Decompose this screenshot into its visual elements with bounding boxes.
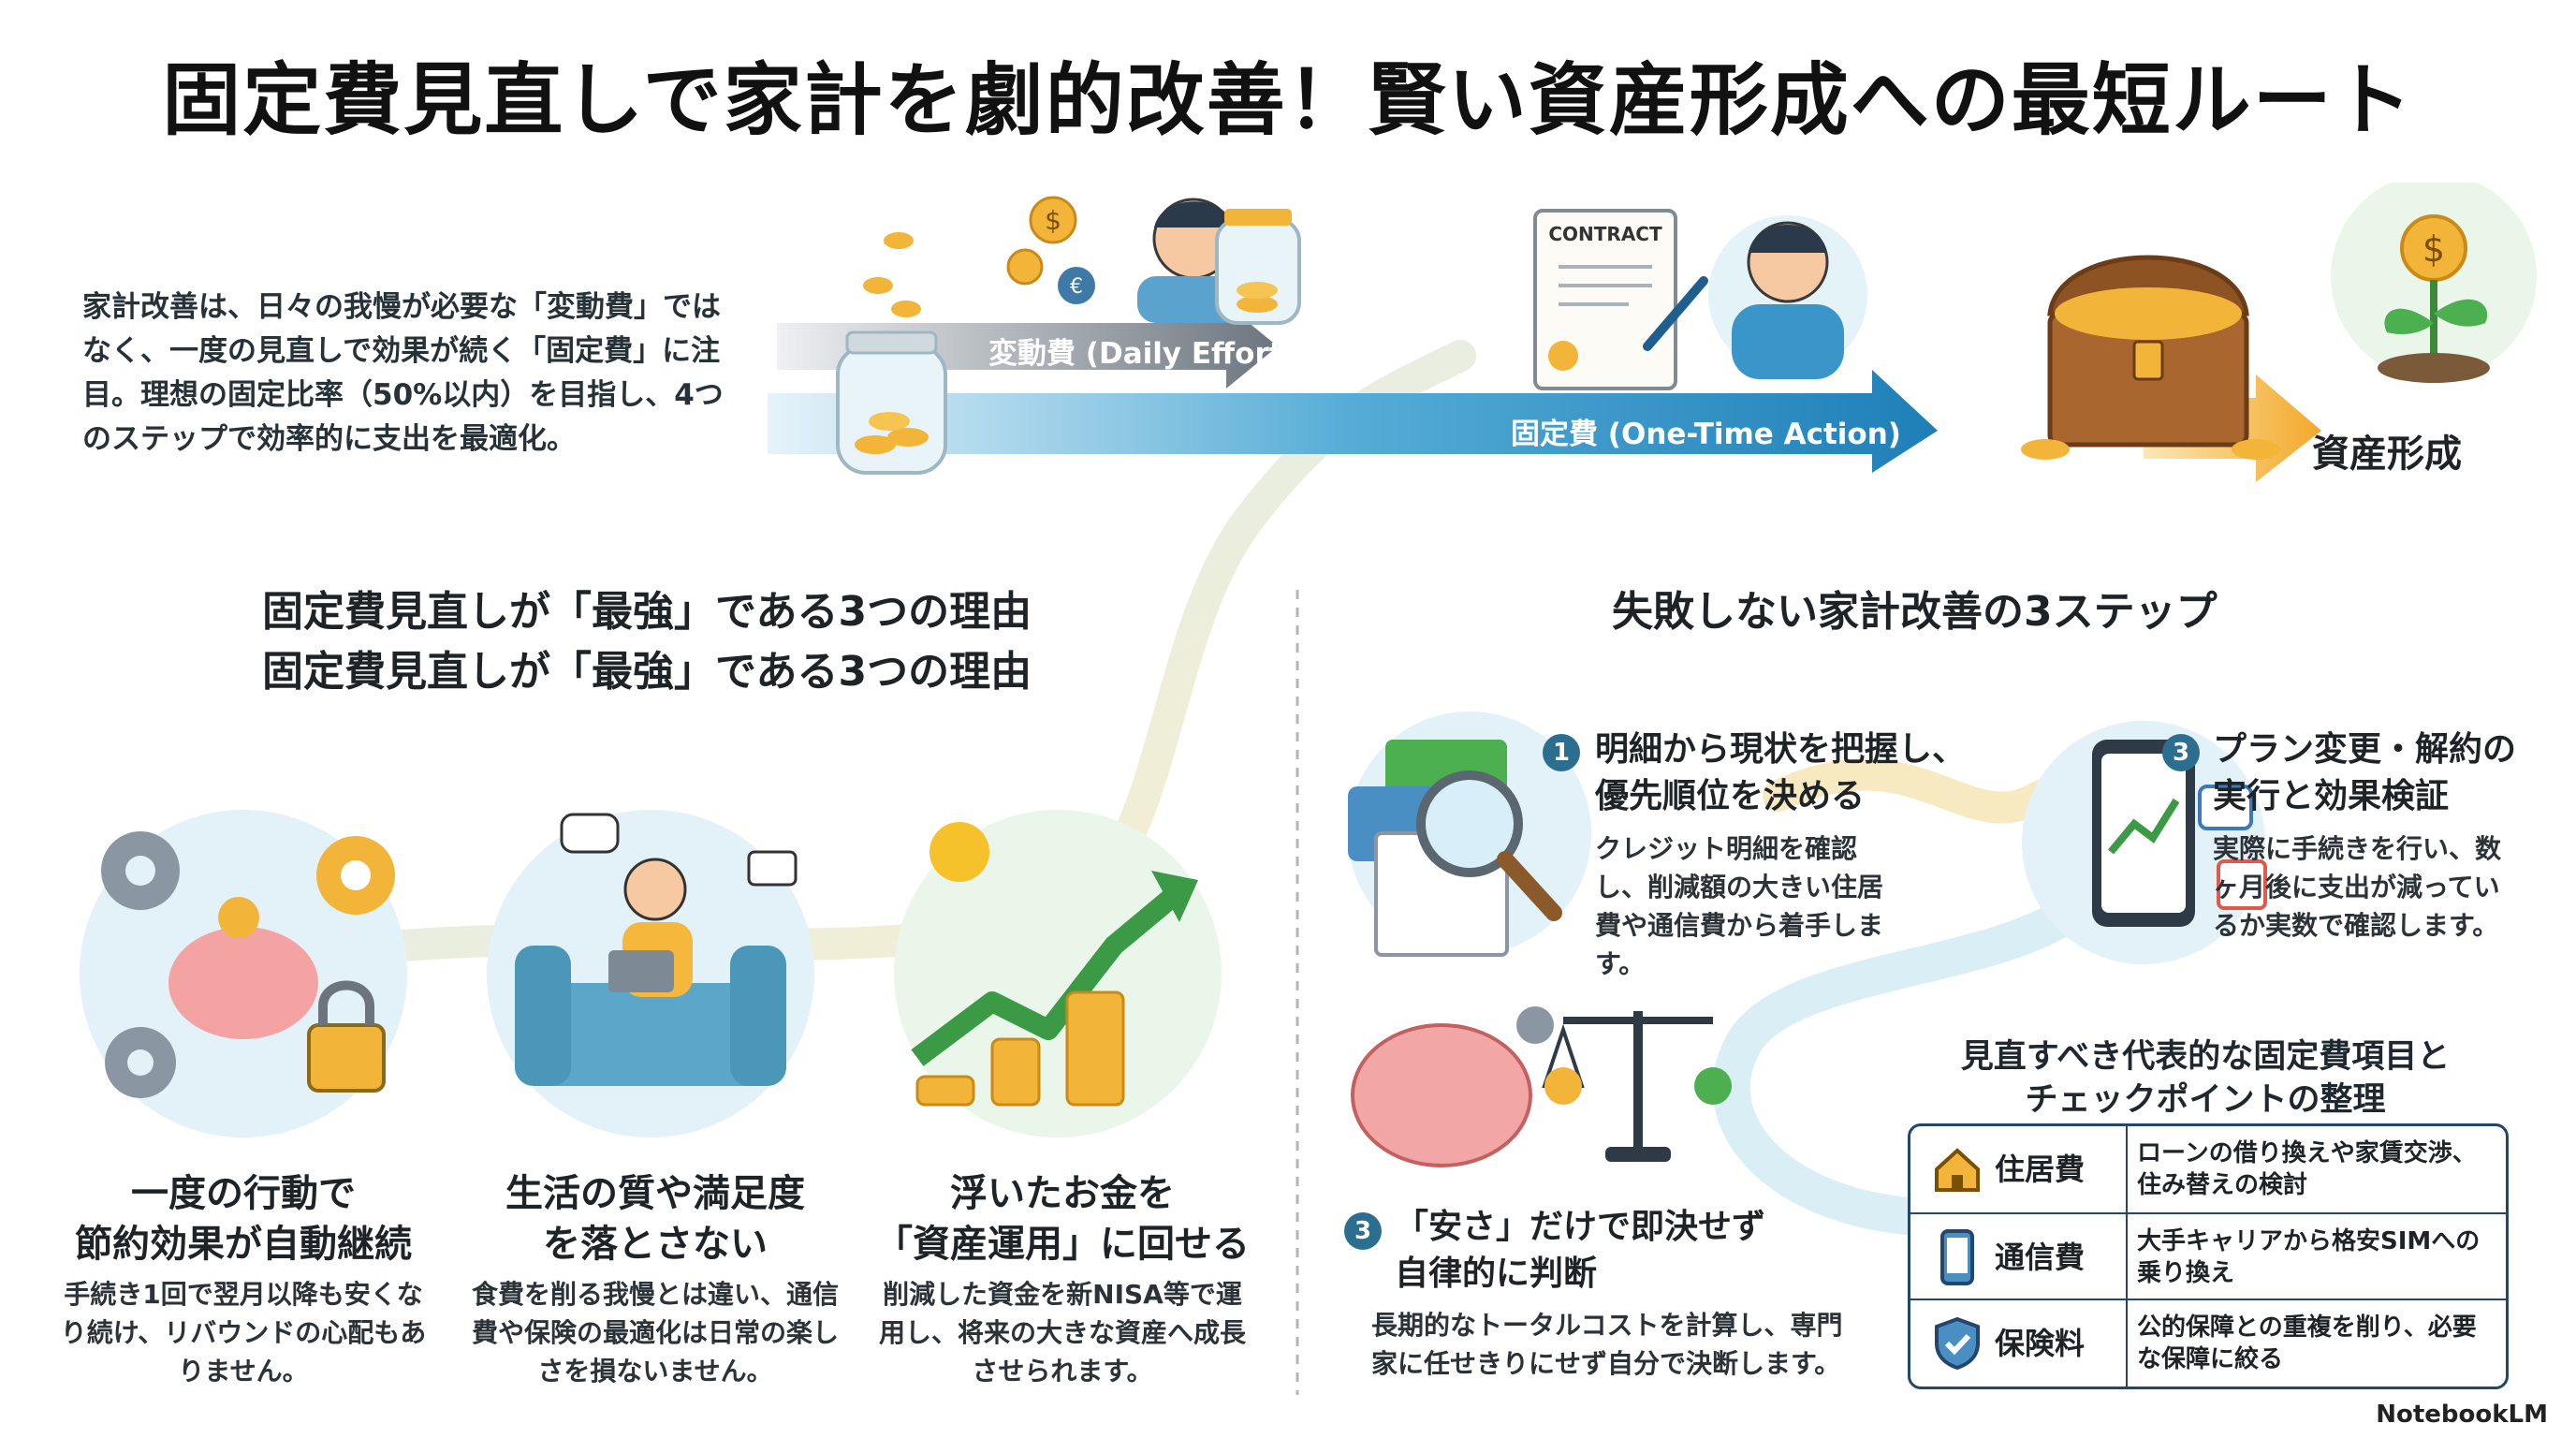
step-2-number: 3 [2162,734,2200,771]
step-1-title-line-2: 優先順位を決める [1595,777,1866,815]
table-row: 保険料 公的保障との重複を削り、必要な保障に絞る [1910,1299,2506,1387]
step-3-title-line-1: 「安さ」だけで即決せず [1395,1208,1766,1246]
reason-1-title-line-1: 一度の行動で [131,1172,356,1215]
steps-heading: 失敗しない家計改善の3ステップ [1612,588,2217,636]
step-1-body: クレジット明細を確認し、削減額の大きい住居費や通信費から着手します。 [1595,833,1884,979]
svg-text:$: $ [1045,205,1061,236]
svg-text:€: € [1070,275,1083,299]
shield-check-icon [1935,1316,1980,1371]
table-category: 保険料 [1995,1326,2086,1361]
coin-jar-icon [1215,209,1301,325]
reason-2-title-line-1: 生活の質や満足度 [505,1172,805,1215]
step-3: 「安さ」だけで即決せず 自律的に判断 [1395,1204,1844,1298]
fixed-cost-table: 住居費 ローンの借り換えや家賃交渉、住み替えの検討 通信費 大手キャリアから格安… [1908,1123,2509,1389]
reason-1-title-line-2: 節約効果が自動継続 [75,1223,412,1266]
automation-piggy-icon [80,810,407,1137]
step-2: プラン変更・解約の 実行と効果検証 実際に手続きを行い、数ヶ月後に支出が減ってい… [2213,726,2522,945]
statement-magnifier-icon [1348,712,1591,957]
table-heading: 見直すべき代表的な固定費項目と チェックポイントの整理 [1908,1035,2503,1122]
step-2-title-line-1: プラン変更・解約の [2213,730,2517,769]
step-1: 明細から現状を把握し、 優先順位を決める クレジット明細を確認し、削減額の大きい… [1595,726,1988,983]
notebooklm-logo: NotebookLM [2376,1401,2548,1429]
step-3-number: 3 [1344,1212,1382,1250]
reason-3-title-line-2: 「資産運用」に回せる [875,1223,1250,1266]
step-2-body: 実際に手続きを行い、数ヶ月後に支出が減っているか実数で確認します。 [2213,833,2502,941]
reasons-heading-line-2: 固定費見直しが「最強」である3つの理由 [262,648,1032,696]
money-sprout-icon: $ [2331,183,2537,383]
step-1-title-line-1: 明細から現状を把握し、 [1595,730,1967,769]
reason-2: 生活の質や満足度 を落とさない 食費を削る我慢とは違い、通信費や保険の最適化は日… [468,1168,842,1390]
reason-2-body: 食費を削る我慢とは違い、通信費や保険の最適化は日常の楽しさを損ないません。 [471,1279,839,1387]
flow-graphic: $ € CONTRACT $ [768,183,2537,482]
house-icon [1935,1148,1980,1192]
table-row: 通信費 大手キャリアから格安SIMへの乗り換え [1910,1212,2506,1300]
table-category: 住居費 [1995,1152,2086,1187]
step-3-body: 長期的なトータルコストを計算し、専門家に任せきりにせず自分で決断します。 [1371,1310,1843,1379]
table-row: 住居費 ローンの借り換えや家賃交渉、住み替えの検討 [1910,1126,2506,1212]
reason-3-body: 削減した資金を新NISA等で運用し、将来の大きな資産へ成長させられます。 [878,1279,1246,1387]
step-2-title-line-2: 実行と効果検証 [2213,777,2450,815]
reasons-heading-line-1: 固定費見直しが「最強」である3つの理由 [262,588,1032,636]
reason-2-title-line-2: を落とさない [543,1223,768,1266]
fixed-cost-label: 固定費 (One-Time Action) [1511,418,1901,451]
table-heading-line-2: チェックポイントの整理 [2025,1081,2386,1119]
smartphone-app-icon [2022,721,2267,964]
brain-scale-icon [1351,1006,1732,1167]
coins-icon: $ € [1006,196,1095,304]
contract-label: CONTRACT [1548,223,1662,245]
table-heading-line-1: 見直すべき代表的な固定費項目と [1960,1038,2451,1076]
treasure-chest-icon [2021,255,2280,460]
confident-person-icon [1708,215,1867,379]
step-illustrations [1348,712,2267,1167]
svg-text:$: $ [2422,228,2445,270]
smartphone-icon [1940,1229,1974,1285]
variable-cost-label: 変動費 (Daily Efforts) [988,337,1314,371]
relaxing-person-icon [487,810,814,1137]
table-description: 大手キャリアから格安SIMへの乗り換え [2137,1227,2481,1287]
reason-illustrations [80,810,1222,1137]
reason-1-body: 手続き1回で翌月以降も安くなり続け、リバウンドの心配もありません。 [60,1279,427,1387]
table-category: 通信費 [1995,1240,2086,1275]
table-description: 公的保障との重複を削り、必要な保障に絞る [2137,1313,2477,1373]
page-title: 固定費見直しで家計を劇的改善！賢い資産形成への最短ルート [162,54,2414,146]
reasons-heading: 固定費見直しが「最強」である3つの理由 固定費見直しが「最強」である3つの理由 [262,582,1032,702]
step-1-number: 1 [1543,734,1580,771]
coin-jar-icon [836,232,947,475]
contract-document-icon: CONTRACT [1533,209,1708,390]
intro-text: 家計改善は、日々の我慢が必要な「変動費」ではなく、一度の見直しで効果が続く「固定… [82,290,724,456]
asset-building-label: 資産形成 [2312,433,2462,476]
table-description: ローンの借り換えや家賃交渉、住み替えの検討 [2137,1139,2477,1199]
growth-chart-icon [894,810,1222,1137]
step-3-title-line-2: 自律的に判断 [1395,1255,1598,1293]
reason-3: 浮いたお金を 「資産運用」に回せる 削減した資金を新NISA等で運用し、将来の大… [875,1168,1250,1390]
reason-3-title-line-1: 浮いたお金を [950,1172,1175,1215]
reason-1: 一度の行動で 節約効果が自動継続 手続き1回で翌月以降も安くなり続け、リバウンド… [56,1168,431,1390]
